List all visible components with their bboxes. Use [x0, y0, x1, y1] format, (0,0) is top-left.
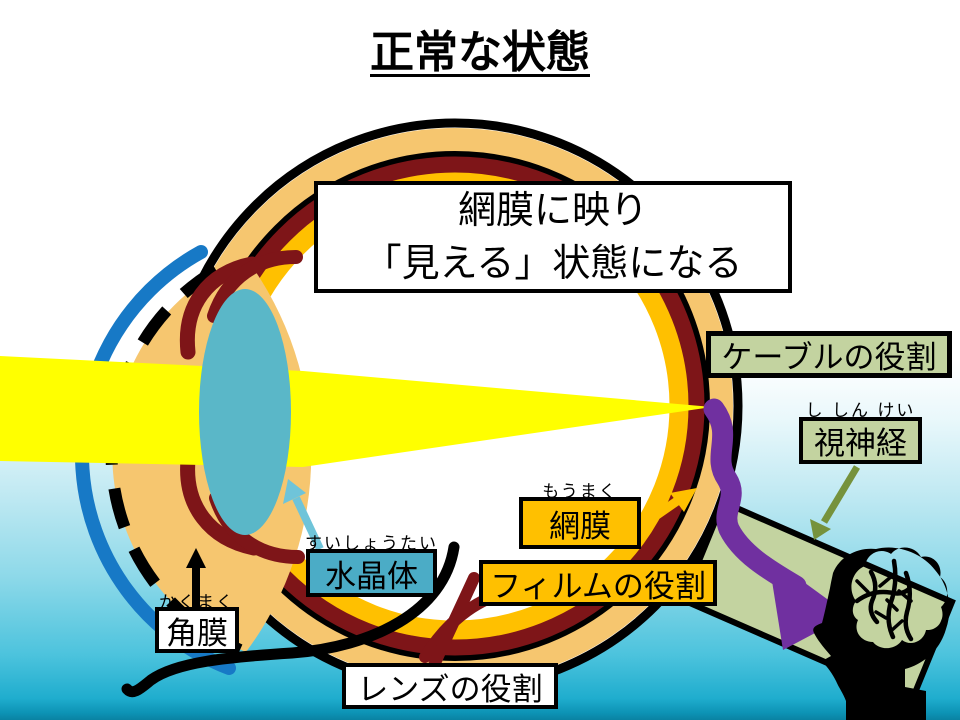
- page-title: 正常な状態: [370, 27, 590, 78]
- label-retina: 網膜: [519, 497, 641, 549]
- label-cornea: 角膜: [155, 607, 239, 653]
- signal-arrow: [703, 398, 849, 650]
- eye-swoosh-line: [121, 541, 460, 698]
- optic-nerve-pointer-arrow: [820, 465, 861, 524]
- label-cable-role: ケーブルの役割: [706, 331, 952, 378]
- retina-pointer-arrow: [641, 495, 683, 528]
- pointer-arrows: [186, 465, 861, 608]
- lens-pointer-arrow: [292, 496, 324, 551]
- lens-pointer-arrowhead: [283, 479, 306, 504]
- ruby-optic-nerve: し しん けい: [805, 401, 916, 421]
- label-lens-role: レンズの役割: [342, 663, 558, 709]
- lens-ellipse: [199, 289, 291, 535]
- caption-line-1: 網膜に映り: [457, 187, 648, 232]
- label-crystalline-lens: 水晶体: [306, 549, 437, 597]
- brain-head-icon: [813, 547, 950, 720]
- caption-box: 網膜に映り 「見える」状態になる: [314, 181, 792, 293]
- optic-nerve-pointer-arrowhead: [810, 519, 831, 540]
- label-film-role: フィルムの役割: [479, 560, 717, 606]
- retina-pointer-arrowhead: [670, 488, 697, 512]
- label-optic-nerve: 視神経: [799, 417, 922, 464]
- cornea-pointer-arrowhead: [186, 548, 206, 568]
- caption-line-2: 「見える」状態になる: [363, 241, 743, 285]
- brain-neurons-icon: [854, 558, 914, 642]
- light-beam: [0, 356, 712, 467]
